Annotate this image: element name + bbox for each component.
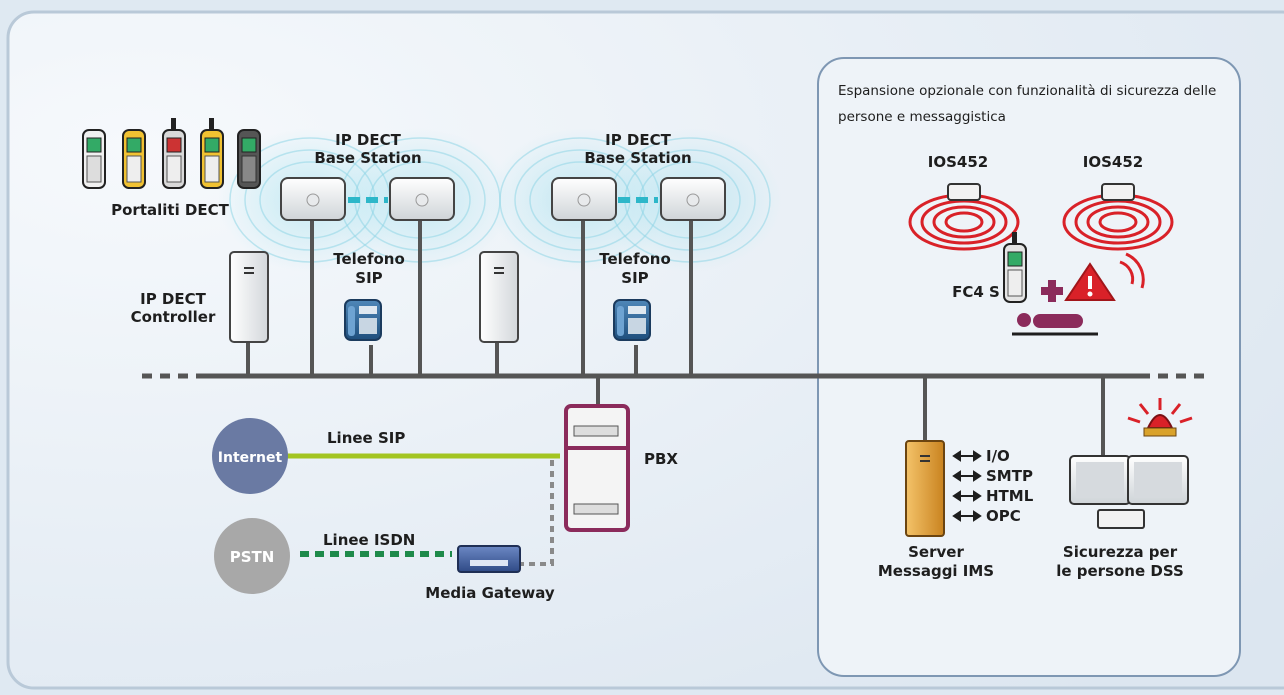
internet-circle: [212, 418, 288, 494]
telefono-1-label-1: Telefono: [333, 250, 405, 268]
server-label-1: Server: [908, 543, 964, 561]
ip-dect-controller-label-1: IP DECT: [140, 290, 207, 308]
siren-icon: [1127, 398, 1193, 437]
protocol-opc: OPC: [986, 507, 1021, 525]
dect-handset-icon: [82, 118, 261, 189]
base-station-2-label-2: Base Station: [584, 149, 691, 167]
sip-phone-icon: [344, 299, 651, 341]
base-station-1-label-1: IP DECT: [335, 131, 402, 149]
server-icon: [905, 440, 945, 537]
telefono-2-label-2: SIP: [621, 269, 648, 287]
portaliti-label: Portaliti DECT: [111, 201, 230, 219]
protocol-arrows: [952, 450, 982, 522]
dss-monitor-icon: [1069, 455, 1189, 529]
telefono-1-label-2: SIP: [355, 269, 382, 287]
protocol-io: I/O: [986, 447, 1010, 465]
telefono-2-label-1: Telefono: [599, 250, 671, 268]
base-station-2-label-1: IP DECT: [605, 131, 672, 149]
pbx-label: PBX: [644, 450, 678, 468]
ip-dect-controller-label-2: Controller: [131, 308, 216, 326]
pstn-label: PSTN: [230, 548, 275, 566]
protocol-html: HTML: [986, 487, 1034, 505]
expansion-panel: [817, 57, 1241, 677]
protocol-smtp: SMTP: [986, 467, 1033, 485]
linee-sip-label: Linee SIP: [327, 429, 405, 447]
person-down-icon: [1012, 313, 1098, 336]
first-aid-cross-icon: [1041, 280, 1063, 302]
server-label-2: Messaggi IMS: [878, 562, 994, 580]
internet-label: Internet: [218, 450, 283, 466]
gateway-pbx-link: [518, 456, 554, 566]
fc4s-handset-icon: [1003, 232, 1027, 303]
network-drops: [246, 218, 1105, 456]
linee-isdn-label: Linee ISDN: [323, 531, 415, 549]
ios452-icon: [908, 193, 1174, 251]
dss-label-1: Sicurezza per: [1063, 543, 1178, 561]
pstn-circle: [214, 518, 290, 594]
base-station-icon: [280, 177, 726, 221]
media-gateway-icon: [457, 545, 521, 573]
base-station-1-label-2: Base Station: [314, 149, 421, 167]
ios452-right-label: IOS452: [1083, 153, 1143, 171]
media-gateway-label: Media Gateway: [425, 584, 555, 602]
dss-label-2: le persone DSS: [1056, 562, 1184, 580]
fc4s-label: FC4 S: [952, 283, 1000, 301]
expansion-title-1: Espansione opzionale con funzionalità di…: [838, 83, 1216, 99]
alarm-icon: [1064, 252, 1145, 301]
pbx-icon: [564, 404, 630, 532]
controller-icon: [229, 251, 519, 343]
ios452-left-label: IOS452: [928, 153, 988, 171]
expansion-title-2: persone e messaggistica: [838, 109, 1006, 125]
